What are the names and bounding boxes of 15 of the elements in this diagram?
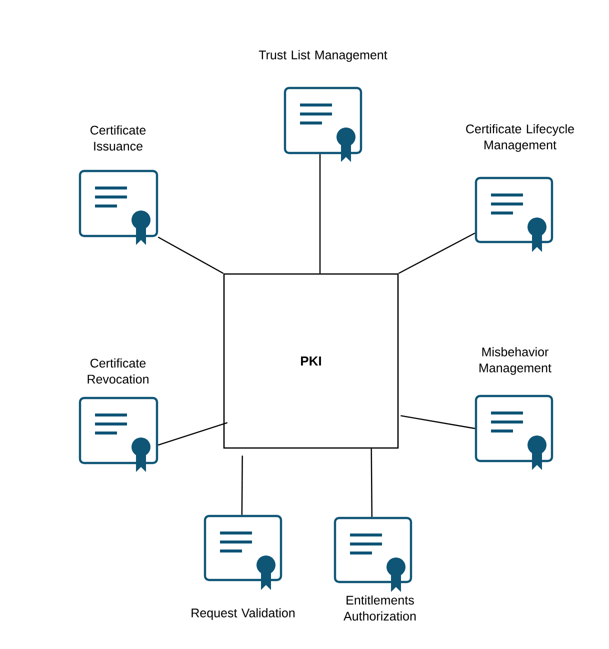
connector-line xyxy=(241,456,243,515)
connector-line xyxy=(400,415,475,430)
connector-line xyxy=(370,448,372,517)
connector-line xyxy=(319,154,321,274)
node-label: Misbehavior Management xyxy=(480,347,552,375)
process-box: PKI xyxy=(223,273,399,449)
node-label: Certificate Revocation xyxy=(88,358,148,384)
connector-line xyxy=(158,236,224,274)
connector-line xyxy=(398,232,476,274)
node-label: Request Validation xyxy=(192,608,295,620)
connector-line xyxy=(158,422,228,446)
node-label: Entitlements Authorization xyxy=(344,595,416,621)
node-label: Trust List Management xyxy=(258,50,388,62)
node-label: Certificate Issuance xyxy=(90,125,146,151)
node-label: Certificate Lifecycle Management xyxy=(466,124,574,152)
